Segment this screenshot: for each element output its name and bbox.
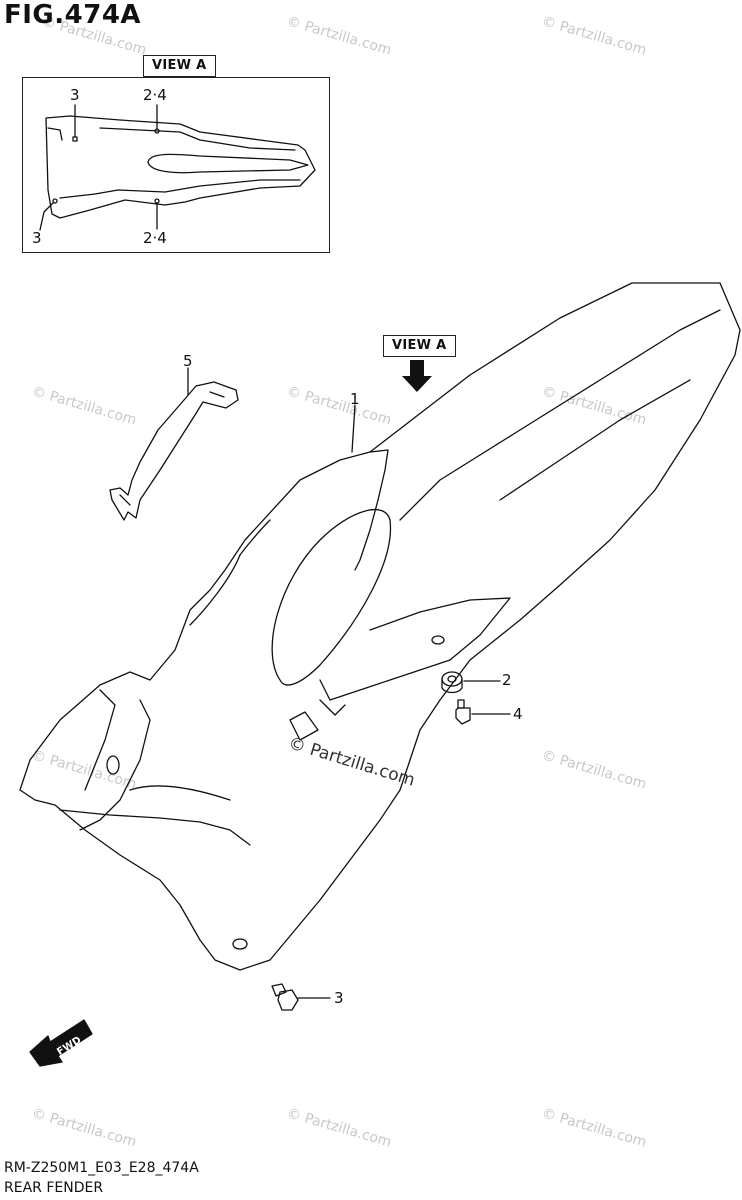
footer-name: REAR FENDER	[4, 1180, 104, 1196]
inset-callout-3-bottom: 3	[32, 229, 42, 247]
nut-part-2	[441, 671, 501, 694]
rear-fender-part-1	[19, 282, 741, 971]
inset-fender-top-view	[39, 104, 316, 231]
inset-callout-2-4-top: 2·4	[143, 86, 167, 104]
fwd-arrow	[29, 1019, 93, 1067]
bolt-part-3	[271, 983, 331, 1011]
callout-1-rear-fender: 1	[350, 390, 360, 408]
callout-4-bolt: 4	[513, 705, 523, 723]
view-a-tag-inset: VIEW A	[143, 55, 216, 77]
figure-title: FIG.474A	[4, 0, 142, 30]
callout-2-nut: 2	[502, 671, 512, 689]
bolt-part-4	[455, 699, 511, 725]
view-a-inset	[22, 77, 330, 253]
view-a-arrow	[402, 360, 432, 392]
footer-code: RM-Z250M1_E03_E28_474A	[4, 1160, 199, 1176]
view-a-tag-main: VIEW A	[383, 335, 456, 357]
callout-5-bracket: 5	[183, 352, 193, 370]
inset-callout-3-top: 3	[70, 86, 80, 104]
inset-callout-2-4-bottom: 2·4	[143, 229, 167, 247]
bracket-part-5	[109, 367, 239, 521]
callout-3-bolt: 3	[334, 989, 344, 1007]
